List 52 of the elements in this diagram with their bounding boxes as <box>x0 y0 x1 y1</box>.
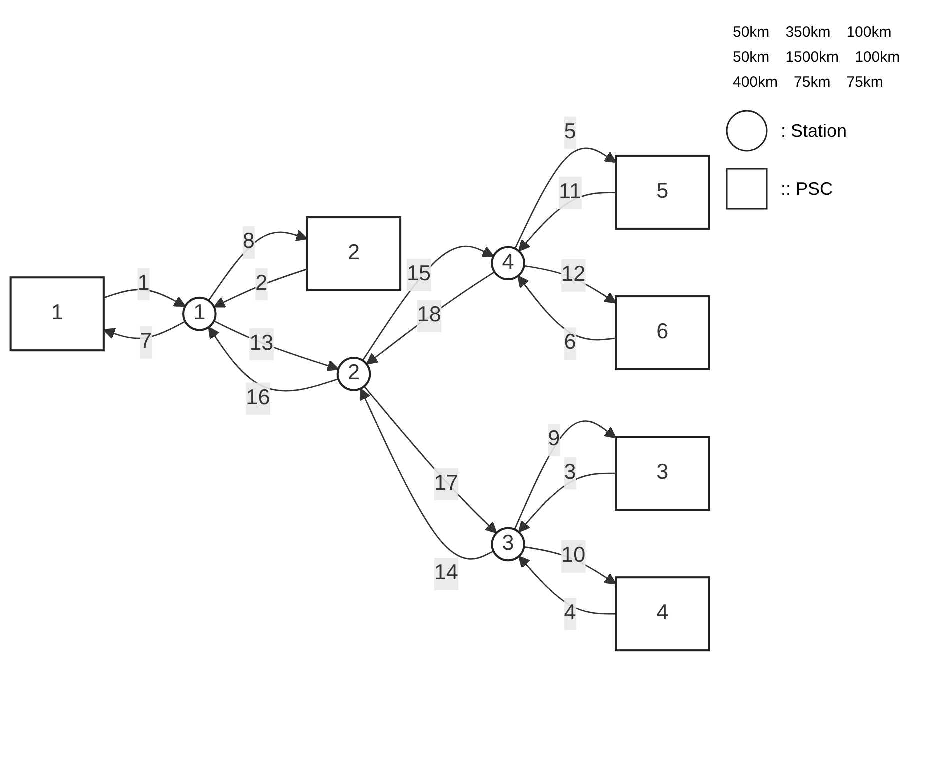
arrow <box>360 388 494 560</box>
edge-label: 1 <box>138 272 150 295</box>
edge-label: 7 <box>140 330 152 354</box>
node-box: 1 <box>10 276 105 352</box>
distance-label: 75km <box>794 74 831 91</box>
node-box: 5 <box>615 154 710 230</box>
legend-label: : Station <box>781 120 848 142</box>
node-circle: 1 <box>182 296 217 332</box>
edge-label: 5 <box>564 120 576 144</box>
edge-label: 9 <box>548 428 560 451</box>
legend-label: :: PSC <box>781 178 834 200</box>
edge-label: 16 <box>246 386 270 410</box>
edge-label: 17 <box>434 472 458 495</box>
arrow <box>514 148 617 249</box>
arrow <box>214 320 340 372</box>
edge-label: 14 <box>434 562 458 585</box>
arrow <box>208 326 339 392</box>
distance-label: 1500km <box>786 49 840 66</box>
node-box: 4 <box>615 576 710 652</box>
edge-label: 18 <box>417 304 442 327</box>
node-box: 2 <box>306 216 402 292</box>
arrow <box>208 230 308 301</box>
distance-label: 100km <box>846 24 892 41</box>
arrow <box>514 420 617 530</box>
arrow <box>214 268 308 308</box>
edge-label: 6 <box>564 331 576 354</box>
edge-label: 13 <box>250 332 274 356</box>
arrow <box>518 472 616 533</box>
arrow <box>366 271 496 365</box>
edge-label: 2 <box>256 272 268 295</box>
arrow <box>518 275 616 341</box>
node-box: 6 <box>615 295 710 370</box>
arrow <box>362 246 494 361</box>
edge-label: 8 <box>242 230 255 254</box>
distance-label: 400km <box>733 74 778 91</box>
distance-label: 350km <box>786 24 831 41</box>
edge-label: 10 <box>562 544 586 568</box>
node-box: 3 <box>615 436 710 511</box>
edge-label: 11 <box>559 180 582 204</box>
node-circle: 2 <box>336 356 372 392</box>
distance-label: 75km <box>846 74 884 91</box>
node-circle: 3 <box>491 527 526 562</box>
distance-label: 50km <box>733 49 770 66</box>
edge-label: 3 <box>564 461 576 484</box>
edge-label: 15 <box>407 262 432 286</box>
arrow <box>364 386 498 534</box>
arrow <box>518 556 616 615</box>
edge-label: 4 <box>564 602 576 625</box>
node-circle: 4 <box>491 246 526 280</box>
edge-label: 12 <box>562 263 586 286</box>
distance-label: 50km <box>733 24 770 41</box>
distance-label: 100km <box>855 49 900 66</box>
